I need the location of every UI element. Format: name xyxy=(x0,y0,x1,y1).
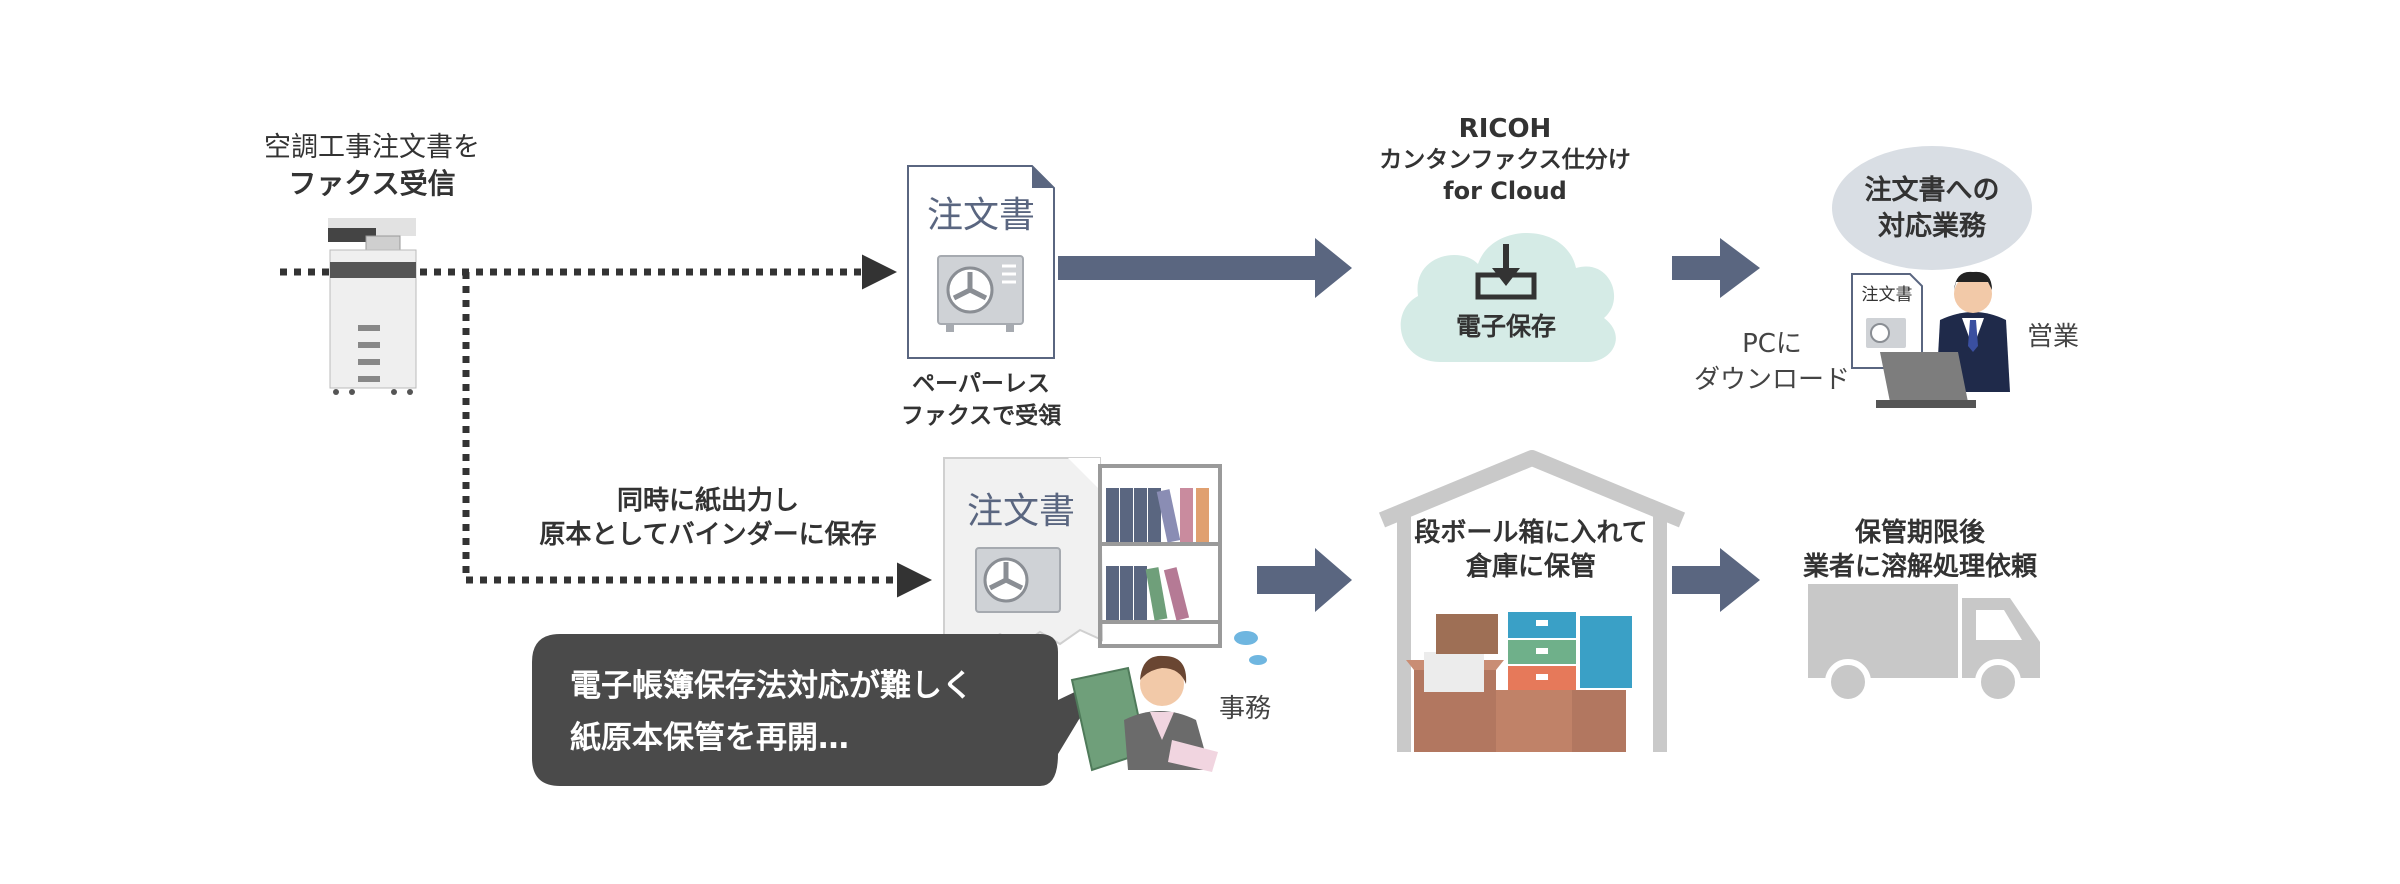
print-label-line1: 同時に紙出力し xyxy=(616,486,799,516)
print-label: 同時に紙出力し 原本としてバインダーに保存 xyxy=(508,484,908,552)
print-label-line2: 原本としてバインダーに保存 xyxy=(539,520,877,550)
office-worker-icon xyxy=(1070,631,1267,772)
speech-line2: 紙原本保管を再開… xyxy=(570,720,849,756)
disposal-label-line1: 保管期限後 xyxy=(1854,518,1985,548)
sales-bubble-text: 注文書への 対応業務 xyxy=(1832,173,2032,245)
warehouse-icon xyxy=(1378,450,1686,752)
office-label: 事務 xyxy=(1218,694,1271,724)
service-name-line3: for Cloud xyxy=(1443,177,1567,205)
disposal-truck-icon xyxy=(1808,584,2040,705)
disposal-label-line2: 業者に溶解処理依頼 xyxy=(1802,552,2037,582)
cloud-storage-icon xyxy=(1400,232,1616,362)
sales-label: 営業 xyxy=(2026,322,2079,352)
speech-line1: 電子帳簿保存法対応が難しく xyxy=(570,668,973,704)
small-document-icon xyxy=(1851,273,1923,369)
document-title-bottom: 注文書 xyxy=(966,491,1075,532)
document-title-top: 注文書 xyxy=(926,195,1035,236)
mfp-printer-icon xyxy=(328,218,417,395)
pc-download-label: PCに ダウンロード xyxy=(1682,326,1862,398)
source-label-line2: ファクス受信 xyxy=(288,167,456,200)
paperless-document-icon xyxy=(907,165,1055,359)
service-name-line1: RICOH xyxy=(1458,114,1552,144)
paperless-label-line2: ファクスで受領 xyxy=(900,403,1062,429)
disposal-label: 保管期限後 業者に溶解処理依頼 xyxy=(1770,516,2070,584)
binder-shelf-icon xyxy=(1098,464,1222,648)
sales-bubble-line1: 注文書への xyxy=(1864,175,2000,206)
warehouse-label: 段ボール箱に入れて 倉庫に保管 xyxy=(1376,516,1686,584)
sales-bubble-line2: 対応業務 xyxy=(1878,211,1986,242)
small-document-title: 注文書 xyxy=(1861,285,1913,305)
process-arrows xyxy=(1058,238,1760,612)
pc-download-line2: ダウンロード xyxy=(1693,365,1850,395)
businessman-icon xyxy=(1876,271,2010,408)
paperless-label: ペーパーレス ファクスで受領 xyxy=(876,368,1086,432)
cloud-label: 電子保存 xyxy=(1455,312,1556,341)
speech-balloon xyxy=(532,634,1104,786)
source-label-line1: 空調工事注文書を xyxy=(264,132,480,163)
sales-thought-bubble xyxy=(1832,146,2032,270)
service-name: RICOH カンタンファクス仕分け for Cloud xyxy=(1350,114,1660,207)
paperless-label-line1: ペーパーレス xyxy=(912,371,1050,397)
pc-download-line1: PCに xyxy=(1742,329,1802,359)
speech-text: 電子帳簿保存法対応が難しく 紙原本保管を再開… xyxy=(570,660,1050,764)
warehouse-label-line2: 倉庫に保管 xyxy=(1465,552,1596,582)
service-name-line2: カンタンファクス仕分け xyxy=(1379,147,1631,173)
warehouse-label-line1: 段ボール箱に入れて xyxy=(1414,518,1648,548)
